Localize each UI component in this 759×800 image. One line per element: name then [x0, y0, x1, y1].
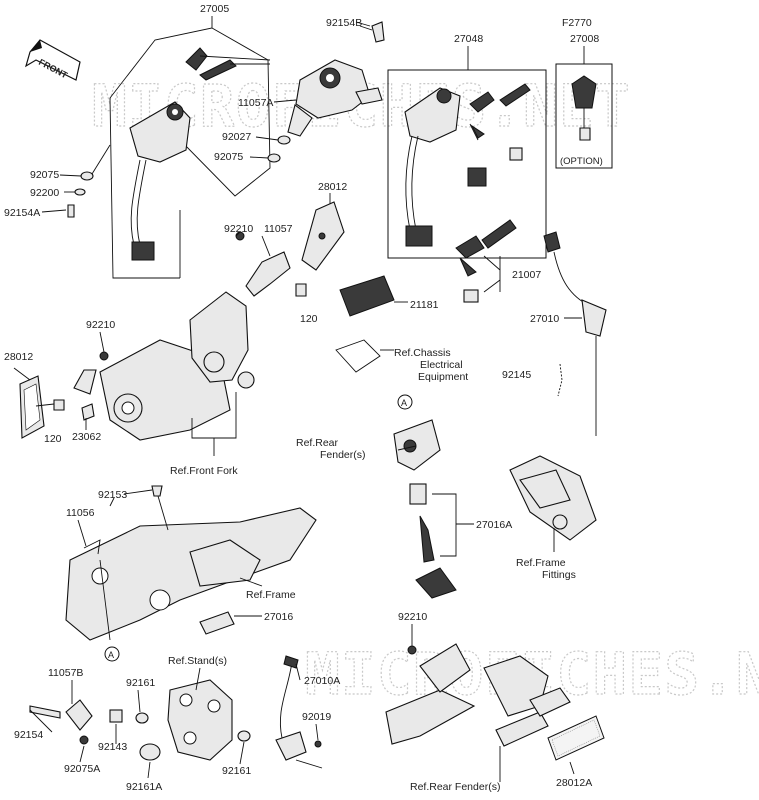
label-23062: 23062: [72, 431, 101, 443]
bracket-11057: [235, 231, 307, 297]
label-ref-chassis-3: Equipment: [418, 371, 468, 383]
label-ref-frame-fittings-2: Fittings: [542, 569, 576, 581]
switch-27010: [543, 231, 607, 436]
label-92019: 92019: [302, 711, 331, 723]
rear-fender-lock-area: [393, 394, 474, 599]
label-92143: 92143: [98, 741, 127, 753]
label-11057: 11057: [264, 223, 293, 235]
label-27048: 27048: [454, 33, 483, 45]
label-11056: 11056: [66, 507, 95, 519]
label-92161-b: 92161: [222, 765, 251, 777]
label-option: (OPTION): [560, 156, 603, 167]
label-27010A: 27010A: [304, 675, 340, 687]
label-circle-a-2: A: [108, 650, 114, 660]
label-11057A: 11057A: [238, 97, 273, 109]
label-120-upper: 120: [300, 313, 318, 325]
relay-21181: [335, 275, 408, 373]
stand-switch-assy: [29, 655, 323, 769]
label-F2770: F2770: [562, 17, 592, 29]
steering-lock-bracket: [267, 21, 385, 163]
label-92154: 92154: [14, 729, 43, 741]
label-11057B: 11057B: [48, 667, 83, 679]
label-27016A: 27016A: [476, 519, 512, 531]
label-ref-rear-fenders-2: Ref.Rear Fender(s): [410, 781, 500, 793]
label-ref-stands: Ref.Stand(s): [168, 655, 227, 667]
label-92154B: 92154B: [326, 17, 362, 29]
label-92161-a: 92161: [126, 677, 155, 689]
label-21007: 21007: [512, 269, 541, 281]
label-ref-rear-1b: Fender(s): [320, 449, 366, 461]
label-92161A: 92161A: [126, 781, 162, 793]
label-92154A: 92154A: [4, 207, 40, 219]
label-92200: 92200: [30, 187, 59, 199]
part-labels: 27005 92154B F2770 27048 27008 11057A 92…: [4, 3, 603, 793]
label-92210-b: 92210: [86, 319, 115, 331]
label-92075-b: 92075: [30, 169, 59, 181]
label-92075-a: 92075: [214, 151, 243, 163]
label-21181: 21181: [410, 299, 439, 311]
label-27016: 27016: [264, 611, 293, 623]
switch-27016: [199, 611, 262, 635]
label-27005: 27005: [200, 3, 229, 15]
frame-fittings: [509, 455, 597, 552]
label-ref-front-fork: Ref.Front Fork: [170, 465, 238, 477]
label-28012-upper: 28012: [318, 181, 347, 193]
reflector-cover-left: [13, 367, 45, 439]
label-92210-a: 92210: [224, 223, 253, 235]
front-arrow-icon: FRONT: [25, 39, 81, 81]
ignition-switch-assy-27048: [387, 46, 547, 259]
main-frame: [65, 485, 317, 662]
label-ref-chassis-2: Electrical: [420, 359, 463, 371]
label-circle-a-1: A: [401, 398, 407, 408]
reflector-cover-upper: [301, 201, 345, 271]
label-92075A: 92075A: [64, 763, 100, 775]
label-28012A: 28012A: [556, 777, 592, 789]
lock-set-21007: [455, 219, 517, 303]
label-27008: 27008: [570, 33, 599, 45]
label-92027: 92027: [222, 131, 251, 143]
label-ref-rear-1a: Ref.Rear: [296, 437, 339, 449]
bracket-23062: [53, 351, 109, 421]
label-ref-chassis-1: Ref.Chassis: [394, 347, 451, 359]
label-92210-c: 92210: [398, 611, 427, 623]
label-ref-frame: Ref.Frame: [246, 589, 296, 601]
option-key-box: [555, 46, 613, 169]
leader-lines: [29, 21, 417, 779]
label-28012-left: 28012: [4, 351, 33, 363]
fork-mount-assy: [99, 291, 255, 456]
label-27010: 27010: [530, 313, 559, 325]
label-120-left: 120: [44, 433, 62, 445]
rear-fender-reflectors: [385, 643, 605, 782]
label-92153: 92153: [98, 489, 127, 501]
left-fasteners: [67, 144, 111, 218]
label-92145: 92145: [502, 369, 531, 381]
ignition-switch-assy: [109, 16, 271, 279]
label-ref-frame-fittings-1: Ref.Frame: [516, 557, 566, 569]
